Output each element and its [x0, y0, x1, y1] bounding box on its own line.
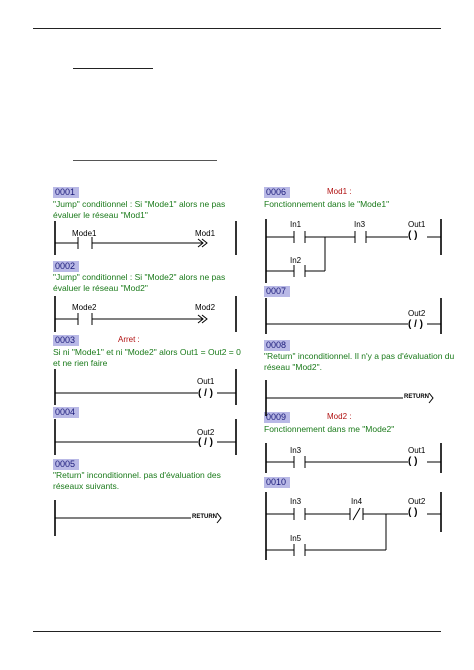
coil-symbol-0003: ( / ) — [198, 388, 213, 399]
contact-label-in3-0006: In3 — [354, 220, 366, 229]
rung-0010 — [265, 492, 442, 560]
network-number-0009: 0009 — [264, 412, 290, 423]
network-comment-0001: "Jump" conditionnel : Si "Mode1" alors n… — [53, 199, 226, 220]
coil-symbol-0010: ( ) — [408, 507, 418, 518]
coil-label-out2-0010: Out2 — [408, 497, 426, 506]
network-label-arret: Arret : — [118, 335, 140, 344]
title-underline — [73, 68, 153, 69]
network-comment-0003: Si ni "Mode1" et ni "Mode2" alors Out1 =… — [53, 347, 241, 368]
rung-0008 — [265, 380, 434, 416]
rung-0009 — [265, 443, 442, 473]
jump-label-mod1: Mod1 — [195, 229, 216, 238]
contact-label-in3-0010: In3 — [290, 497, 302, 506]
section-underline — [73, 160, 217, 161]
network-number-0006: 0006 — [264, 187, 290, 198]
network-number-0007: 0007 — [264, 286, 290, 297]
rung-0006 — [265, 219, 442, 283]
network-number-0004: 0004 — [53, 407, 79, 418]
coil-symbol-0009: ( ) — [408, 456, 418, 467]
return-label-0008: RETURN — [404, 394, 429, 400]
network-label-mod1: Mod1 : — [327, 187, 352, 196]
network-number-0010: 0010 — [264, 477, 290, 488]
network-number-0008: 0008 — [264, 340, 290, 351]
rung-0002 — [54, 296, 237, 332]
network-number-0003: 0003 — [53, 335, 79, 346]
top-rule — [33, 28, 441, 29]
contact-label-mode1: Mode1 — [72, 229, 97, 238]
contact-label-in5-0010: In5 — [290, 534, 302, 543]
coil-symbol-0006: ( ) — [408, 230, 418, 241]
network-comment-0005: "Return" inconditionnel. pas d'évaluatio… — [53, 470, 221, 491]
contact-label-in1-0006: In1 — [290, 220, 302, 229]
rung-0005 — [54, 500, 222, 536]
coil-symbol-0004: ( / ) — [198, 437, 213, 448]
contact-label-in4-0010: In4 — [351, 497, 363, 506]
coil-label-out1-0009: Out1 — [408, 446, 426, 455]
rung-0003 — [54, 369, 237, 405]
network-number-0002: 0002 — [53, 261, 79, 272]
contact-label-in2-0006: In2 — [290, 256, 302, 265]
network-comment-0009: Fonctionnement dans me "Mode2" — [264, 424, 395, 434]
coil-label-out1-0006: Out1 — [408, 220, 426, 229]
jump-label-mod2: Mod2 — [195, 303, 216, 312]
coil-label-out2-0007: Out2 — [408, 309, 426, 318]
coil-label-out2-0004: Out2 — [197, 428, 215, 437]
contact-label-in3-0009: In3 — [290, 446, 302, 455]
coil-symbol-0007: ( / ) — [408, 319, 423, 330]
network-label-mod2: Mod2 : — [327, 412, 352, 421]
rung-0001 — [54, 221, 237, 255]
network-number-0001: 0001 — [53, 187, 79, 198]
bottom-rule — [33, 631, 441, 632]
rung-0004 — [54, 419, 237, 455]
network-comment-0002: "Jump" conditionnel : Si "Mode2" alors n… — [53, 272, 226, 293]
contact-label-mode2: Mode2 — [72, 303, 97, 312]
return-label-0005: RETURN — [192, 514, 217, 520]
rung-0007 — [265, 298, 442, 334]
coil-label-out1-0003: Out1 — [197, 377, 215, 386]
network-number-0005: 0005 — [53, 459, 79, 470]
network-comment-0008: "Return" inconditionnel. Il n'y a pas d'… — [264, 351, 455, 372]
network-comment-0006: Fonctionnement dans le "Mode1" — [264, 199, 390, 209]
